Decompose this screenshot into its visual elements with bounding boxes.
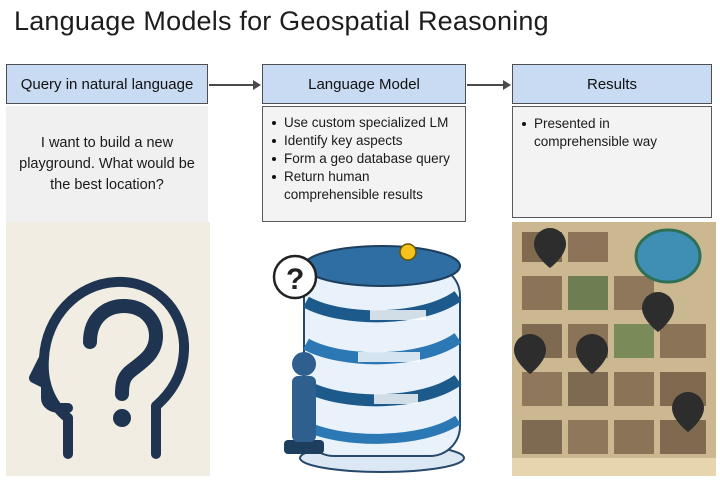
- data-tower-icon: ?: [272, 243, 465, 473]
- results-box: Presented in comprehensible way: [512, 106, 712, 218]
- lm-bullet: Form a geo database query: [271, 150, 457, 168]
- city-map-icon: [512, 222, 716, 476]
- results-list: Presented in comprehensible way: [521, 115, 703, 151]
- results-bullet: Presented in comprehensible way: [521, 115, 703, 151]
- page-title: Language Models for Geospatial Reasoning: [14, 6, 549, 36]
- lm-bullet: Identify key aspects: [271, 132, 457, 150]
- language-model-box: Use custom specialized LM Identify key a…: [262, 106, 466, 222]
- results-header: Results: [512, 64, 712, 104]
- query-text: I want to build a new playground. What w…: [19, 134, 195, 193]
- head-question-icon: [29, 276, 190, 459]
- flow-arrow-2: [467, 80, 511, 90]
- query-header: Query in natural language: [6, 64, 208, 104]
- data-tower-image: ?: [262, 226, 466, 476]
- svg-text:?: ?: [286, 263, 304, 296]
- city-map-image: [512, 222, 716, 476]
- flow-arrow-1: [209, 80, 261, 90]
- head-question-image: [6, 222, 210, 476]
- language-model-list: Use custom specialized LM Identify key a…: [271, 114, 457, 204]
- lm-bullet: Return human comprehensible results: [271, 168, 457, 204]
- language-model-header: Language Model: [262, 64, 466, 104]
- lm-bullet: Use custom specialized LM: [271, 114, 457, 132]
- query-text-box: I want to build a new playground. What w…: [6, 106, 208, 222]
